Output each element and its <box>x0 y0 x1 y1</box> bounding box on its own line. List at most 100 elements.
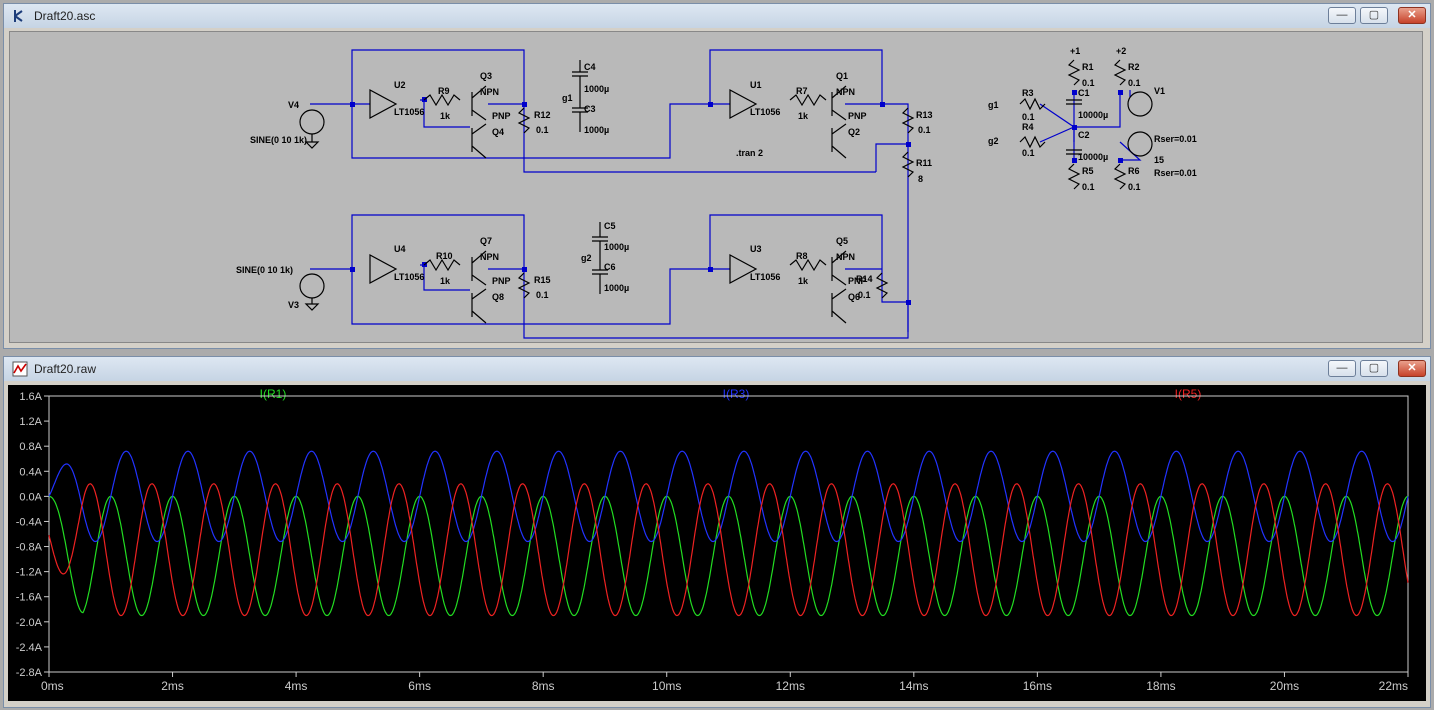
opamp-symbols <box>299 59 1153 324</box>
label-r15-value: 0.1 <box>536 290 549 300</box>
label-r13: R13 <box>916 110 933 120</box>
label-r11-value: 8 <box>918 174 923 184</box>
x-tick-label-6: 12ms <box>776 679 805 693</box>
label-q7: Q7 <box>480 236 492 246</box>
junctions <box>350 90 1123 305</box>
label-q5: Q5 <box>836 236 848 246</box>
close-button[interactable]: ✕ <box>1398 7 1426 24</box>
label-c4-value: 1000µ <box>584 84 609 94</box>
label-r2: R2 <box>1128 62 1140 72</box>
label-c2: C2 <box>1078 130 1090 140</box>
plot-frame <box>48 395 1409 673</box>
label-c5: C5 <box>604 221 616 231</box>
x-tick-label-8: 16ms <box>1023 679 1052 693</box>
label-q3-type: NPN <box>480 87 499 97</box>
x-tick-label-0: 0ms <box>41 679 64 693</box>
trace-ir3[interactable] <box>48 450 1409 543</box>
label-r1-value: 0.1 <box>1082 78 1095 88</box>
label-r3-value: 0.1 <box>1022 112 1035 122</box>
label-u1-model: LT1056 <box>750 107 780 117</box>
label-r14-value: 0.1 <box>858 290 871 300</box>
label-q2: Q2 <box>848 127 860 137</box>
minimize-button[interactable]: — <box>1328 360 1356 377</box>
label-c3-value: 1000µ <box>584 125 609 135</box>
label-r2-value: 0.1 <box>1128 78 1141 88</box>
label-r10: R10 <box>436 251 453 261</box>
x-tick-label-7: 14ms <box>899 679 928 693</box>
restore-button[interactable]: ▢ <box>1360 360 1388 377</box>
x-tick-label-5: 10ms <box>652 679 681 693</box>
y-tick-label-11: -2.8A <box>16 667 43 679</box>
label-r1: R1 <box>1082 62 1094 72</box>
trace-legend[interactable]: I(R1) I(R3) I(R5) <box>260 387 1202 401</box>
label-c5-value: 1000µ <box>604 242 629 252</box>
x-tick-label-3: 6ms <box>408 679 431 693</box>
label-v4-value: SINE(0 10 1k) <box>250 135 307 145</box>
ltspice-schematic-icon <box>14 10 23 22</box>
label-v2-rser2: Rser=0.01 <box>1154 168 1197 178</box>
traces <box>48 450 1409 617</box>
label-q1: Q1 <box>836 71 848 81</box>
label-q5-type: NPN <box>836 252 855 262</box>
label-q7-type: NPN <box>480 252 499 262</box>
label-q6: Q6 <box>848 292 860 302</box>
waveform-chart[interactable]: I(R1)I(R3)I(R5) 1.6A1.2A0.8A0.4A0.0A-0.4… <box>8 385 1426 701</box>
y-tick-label-9: -2.0A <box>16 617 43 629</box>
legend-trace-1[interactable]: I(R3) <box>723 387 750 401</box>
close-button[interactable]: ✕ <box>1398 360 1426 377</box>
schematic-window-title: Draft20.asc <box>34 9 96 23</box>
label-r5-value: 0.1 <box>1082 182 1095 192</box>
y-axis-ticks: 1.6A1.2A0.8A0.4A0.0A-0.4A-0.8A-1.2A-1.6A… <box>16 391 49 679</box>
label-r12-value: 0.1 <box>536 125 549 135</box>
legend-trace-0[interactable]: I(R1) <box>260 387 287 401</box>
x-tick-label-10: 20ms <box>1270 679 1299 693</box>
wires <box>310 49 1142 339</box>
schematic-titlebar[interactable]: Draft20.asc — ▢ ✕ <box>4 4 1430 28</box>
trace-ir1[interactable] <box>49 495 1409 617</box>
label-r4: R4 <box>1022 122 1034 132</box>
label-r8: R8 <box>796 251 808 261</box>
label-v3-value: SINE(0 10 1k) <box>236 265 293 275</box>
label-r8-value: 1k <box>798 276 809 286</box>
schematic-canvas[interactable]: V4 SINE(0 10 1k) SINE(0 10 1k) V3 U2 LT1… <box>9 31 1423 343</box>
label-r9-value: 1k <box>440 111 451 121</box>
label-q2-type: PNP <box>848 111 867 121</box>
label-u2-model: LT1056 <box>394 107 424 117</box>
y-tick-label-0: 1.6A <box>19 391 42 403</box>
label-u3: U3 <box>750 244 762 254</box>
label-r4-value: 0.1 <box>1022 148 1035 158</box>
label-r7-value: 1k <box>798 111 809 121</box>
label-r9: R9 <box>438 86 450 96</box>
net-p1: +1 <box>1070 46 1080 56</box>
label-c6: C6 <box>604 262 616 272</box>
y-tick-label-3: 0.4A <box>19 466 42 478</box>
label-q3: Q3 <box>480 71 492 81</box>
label-q4: Q4 <box>492 127 504 137</box>
component-labels: V4 SINE(0 10 1k) SINE(0 10 1k) V3 U2 LT1… <box>236 46 1197 310</box>
label-u1: U1 <box>750 80 762 90</box>
y-tick-label-1: 1.2A <box>19 416 42 428</box>
schematic-drawing[interactable]: V4 SINE(0 10 1k) SINE(0 10 1k) V3 U2 LT1… <box>10 32 1422 342</box>
label-r6: R6 <box>1128 166 1140 176</box>
label-r15: R15 <box>534 275 551 285</box>
label-v2-value: 15 <box>1154 155 1164 165</box>
y-tick-label-5: -0.4A <box>16 516 43 528</box>
label-c1: C1 <box>1078 88 1090 98</box>
restore-button[interactable]: ▢ <box>1360 7 1388 24</box>
label-c3: C3 <box>584 104 596 114</box>
legend-trace-2[interactable]: I(R5) <box>1175 387 1202 401</box>
trace-ir5[interactable] <box>48 483 1409 617</box>
label-r7: R7 <box>796 86 808 96</box>
net-p2: +2 <box>1116 46 1126 56</box>
x-tick-label-9: 18ms <box>1146 679 1175 693</box>
net-g1-a: g1 <box>562 93 573 103</box>
label-q1-type: NPN <box>836 87 855 97</box>
y-tick-label-8: -1.6A <box>16 592 43 604</box>
label-r13-value: 0.1 <box>918 125 931 135</box>
label-u2: U2 <box>394 80 406 90</box>
label-v4: V4 <box>288 100 299 110</box>
minimize-button[interactable]: — <box>1328 7 1356 24</box>
waveform-titlebar[interactable]: Draft20.raw — ▢ ✕ <box>4 357 1430 381</box>
